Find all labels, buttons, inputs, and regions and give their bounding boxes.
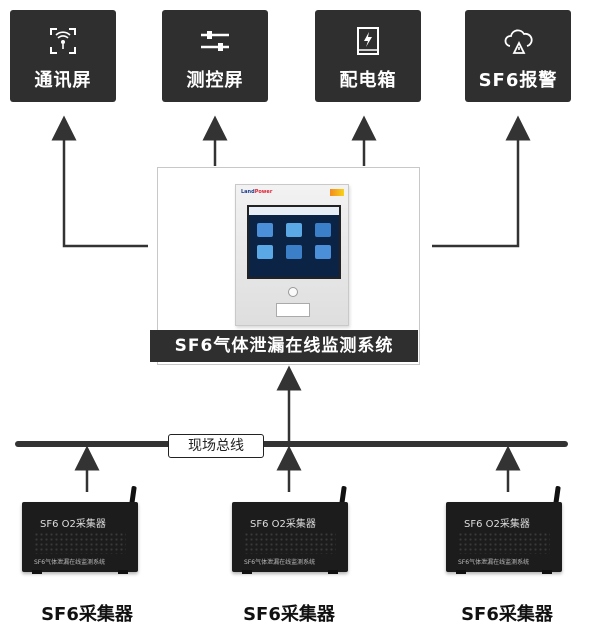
collector-caption-3: SF6采集器 (461, 604, 553, 625)
arrow-to-comm-screen (51, 115, 148, 248)
wifi-scan-icon (10, 26, 116, 56)
top-box-sf6-alarm: SF6报警 (465, 10, 571, 102)
top-box-label: SF6报警 (478, 70, 558, 91)
brand-stripe (330, 189, 344, 196)
status-indicator (288, 287, 298, 297)
field-bus-label: 现场总线 (168, 434, 264, 458)
monitor-panel: LandPower (235, 184, 349, 326)
system-label: SF6气体泄漏在线监测系统 (150, 330, 418, 362)
power-box-icon (315, 26, 421, 56)
collector-caption-1: SF6采集器 (41, 604, 133, 625)
top-box-distribution-box: 配电箱 (315, 10, 421, 102)
top-box-comm-screen: 通讯屏 (10, 10, 116, 102)
top-box-control-screen: 测控屏 (162, 10, 268, 102)
name-plate (276, 303, 310, 317)
top-box-label: 配电箱 (339, 70, 397, 91)
collector-caption-2: SF6采集器 (243, 604, 335, 625)
brand-logo: LandPower (241, 189, 273, 195)
sliders-icon (162, 26, 268, 56)
top-box-label: 测控屏 (186, 70, 244, 91)
top-box-label: 通讯屏 (34, 70, 92, 91)
arrow-to-sf6-alarm (432, 115, 531, 248)
cloud-alarm-icon (465, 26, 571, 56)
touch-screen (247, 205, 341, 279)
